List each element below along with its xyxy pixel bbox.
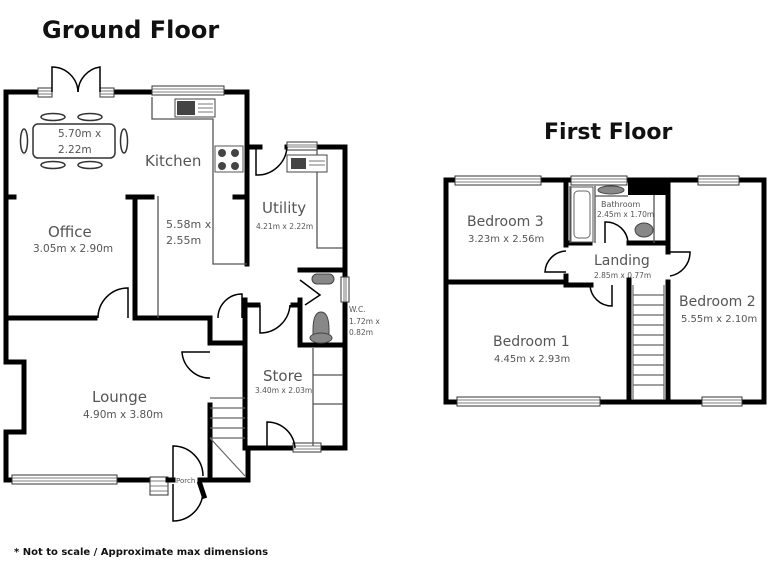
lounge-stair-door	[181, 351, 211, 379]
window	[570, 175, 628, 186]
porch-door-lower	[172, 484, 204, 522]
window	[286, 141, 318, 151]
footnote: * Not to scale / Approximate max dimensi…	[14, 547, 268, 558]
ground-floor-doors	[51, 66, 322, 522]
room-label-bedroom-2: Bedroom 2	[679, 294, 756, 310]
room-label-kitchen: Kitchen	[145, 152, 201, 170]
room-dims-office: 3.05m x 2.90m	[33, 243, 113, 255]
bedroom3-door	[544, 250, 567, 273]
hob-ring	[218, 149, 226, 157]
bathroom-basin	[597, 185, 625, 195]
room-dims-wc-2: 0.82m	[349, 328, 373, 337]
first-floor-walls	[443, 177, 767, 405]
room-dims-utility: 4.21m x 2.22m	[256, 222, 313, 231]
chair	[19, 128, 29, 154]
window	[456, 396, 601, 407]
first-floor-fixtures	[569, 185, 665, 400]
room-dims-bedroom-2: 5.55m x 2.10m	[681, 314, 757, 325]
chair	[40, 160, 66, 170]
first-floor-stairs	[632, 285, 665, 400]
room-label-office: Office	[48, 223, 92, 241]
room-label-store: Store	[263, 367, 303, 385]
room-dims-landing: 2.85m x 0.77m	[594, 271, 651, 280]
room-label-lounge: Lounge	[92, 388, 147, 406]
bathroom-toilet	[634, 222, 654, 238]
french-door-right	[77, 66, 101, 93]
window	[454, 175, 542, 186]
window	[151, 85, 225, 96]
wc-door	[299, 279, 322, 306]
sink-basin	[177, 101, 195, 115]
window	[697, 175, 740, 186]
room-dims-bedroom-3: 3.23m x 2.56m	[468, 234, 544, 245]
hall-door	[217, 293, 243, 319]
utility-door	[255, 146, 288, 176]
table-dims-1: 5.70m x	[58, 128, 101, 140]
chair	[119, 128, 129, 154]
hob-ring	[231, 149, 239, 157]
chair	[40, 112, 66, 122]
window	[292, 442, 322, 453]
french-door-left	[51, 66, 79, 93]
room-dims-bathroom: 2.45m x 1.70m	[597, 210, 654, 219]
room-dims-kitchen-2: 2.55m	[166, 234, 201, 247]
bedroom2-door	[668, 251, 691, 277]
window	[37, 87, 53, 98]
window	[99, 87, 115, 98]
room-label-utility: Utility	[262, 199, 306, 217]
room-label-landing: Landing	[594, 253, 650, 269]
chair	[77, 112, 103, 122]
room-dims-store: 3.40m x 2.03m	[255, 386, 312, 395]
room-dims-wc-1: 1.72m x	[349, 317, 380, 326]
store-door	[259, 304, 291, 334]
bedroom1-door	[589, 284, 613, 307]
room-label-bathroom: Bathroom	[601, 200, 641, 209]
room-label-bedroom-3: Bedroom 3	[467, 214, 544, 230]
bathroom-door	[604, 221, 629, 244]
dining-table	[32, 123, 116, 159]
room-dims-lounge: 4.90m x 3.80m	[83, 409, 163, 421]
porch-door-upper	[172, 445, 204, 480]
wc-basin	[311, 273, 335, 285]
office-door	[97, 287, 129, 319]
first-floor-doors	[544, 221, 691, 307]
window	[701, 396, 743, 407]
window	[149, 476, 169, 496]
room-label-wc: W.C.	[349, 305, 366, 314]
chair	[77, 160, 103, 170]
first-floor-windows	[454, 175, 743, 407]
window	[11, 474, 118, 485]
room-dims-kitchen-1: 5.58m x	[166, 218, 212, 231]
room-label-bedroom-1: Bedroom 1	[493, 334, 570, 350]
window	[340, 276, 350, 303]
first-floor-title: First Floor	[544, 120, 672, 145]
room-dims-bedroom-1: 4.45m x 2.93m	[494, 354, 570, 365]
hob-ring	[231, 162, 239, 170]
store-outside-door	[266, 421, 296, 449]
hob-ring	[218, 162, 226, 170]
ground-floor-title: Ground Floor	[42, 16, 219, 44]
table-dims-2: 2.22m	[58, 144, 92, 156]
room-label-porch: Porch	[176, 477, 195, 485]
ground-floor-windows	[11, 85, 350, 496]
ground-floor-walls	[3, 89, 348, 483]
ground-floor-fixtures	[19, 97, 343, 477]
